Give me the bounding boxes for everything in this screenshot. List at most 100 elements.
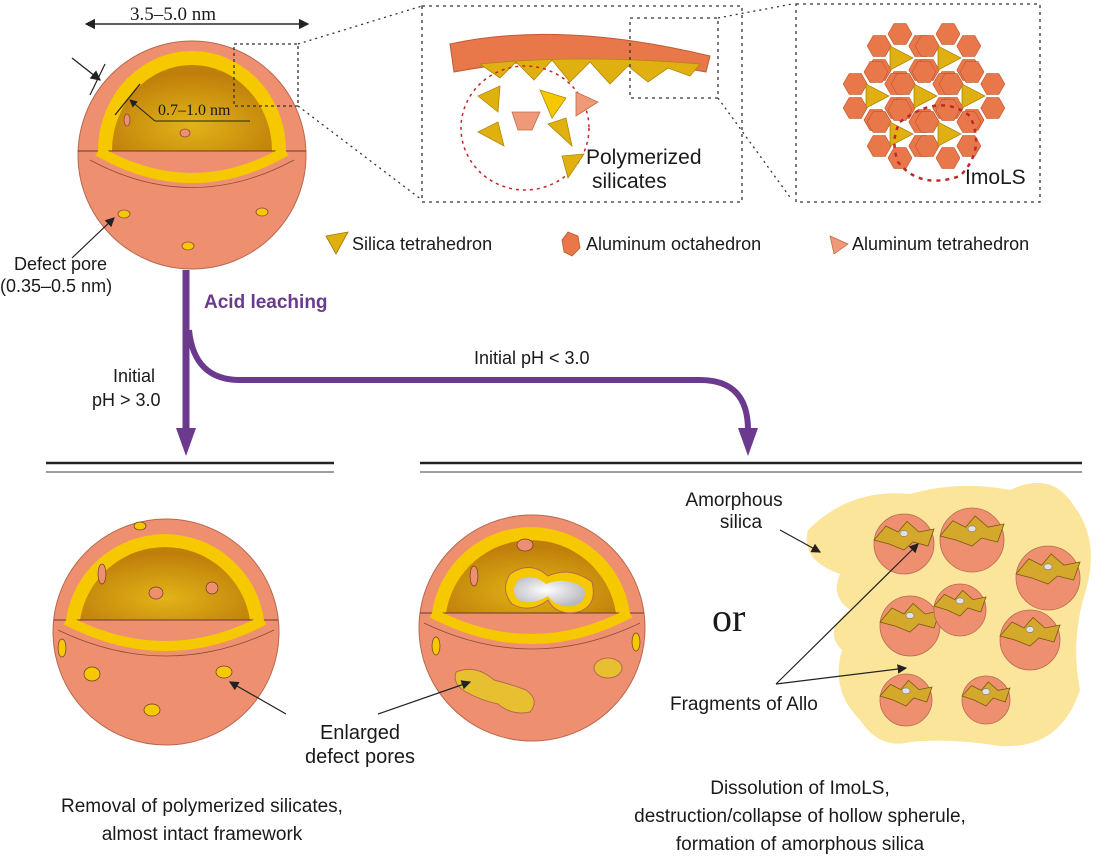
acid-leaching-label: Acid leaching bbox=[204, 292, 328, 313]
outer-dim-tick bbox=[89, 63, 106, 96]
amorphous-silica-label-2: silica bbox=[719, 512, 763, 533]
silica-tetrahedron bbox=[477, 85, 501, 113]
spherule-after-mild-leaching bbox=[52, 518, 280, 746]
imols-panel bbox=[795, 3, 1041, 203]
aluminum-octahedron-icon bbox=[561, 231, 581, 257]
silica-tetrahedron bbox=[913, 83, 938, 109]
legend-silica-tetrahedron: Silica tetrahedron bbox=[352, 234, 493, 254]
amorphous-silica-cluster bbox=[806, 482, 1091, 747]
panel-frame bbox=[421, 5, 743, 203]
defect-pore bbox=[255, 207, 269, 217]
inner-dim-arrow bbox=[129, 99, 156, 122]
silica-tetrahedron bbox=[477, 121, 505, 147]
legend-aluminum-octahedron: Aluminum octahedron bbox=[586, 234, 762, 254]
branch-left-label-2: pH > 3.0 bbox=[92, 390, 161, 410]
defect-pore bbox=[181, 241, 195, 251]
zoom-line bbox=[717, 3, 793, 19]
branch-right-label: Initial pH < 3.0 bbox=[474, 348, 590, 368]
imols-label: ImoLS bbox=[965, 166, 1026, 189]
fragment-hole bbox=[899, 530, 909, 537]
fragment-hole bbox=[905, 612, 915, 619]
aluminum-octahedron bbox=[890, 73, 916, 95]
fragments-arrow-2 bbox=[775, 664, 908, 685]
zoom-line bbox=[717, 97, 793, 201]
arrow-ph-below-3 bbox=[186, 329, 751, 431]
fragment-hole bbox=[955, 597, 965, 605]
aluminum-octahedron bbox=[842, 97, 868, 119]
defect-pore-arrow bbox=[71, 217, 115, 259]
wall-thickness-arrow bbox=[71, 57, 102, 81]
aluminum-octahedron bbox=[935, 147, 961, 169]
enlarged-pore-outer bbox=[454, 668, 535, 714]
silica-tetrahedron bbox=[961, 83, 986, 109]
aluminum-octahedron bbox=[956, 35, 982, 57]
caption-right-line-3: formation of amorphous silica bbox=[675, 834, 925, 855]
enlarged-label-2: defect pores bbox=[304, 746, 416, 768]
inner-diameter-label: 0.7–1.0 nm bbox=[158, 102, 231, 119]
polymerized-silicates-panel bbox=[421, 3, 793, 203]
zoom-box-sheet bbox=[629, 17, 719, 99]
fragment-hole bbox=[981, 688, 991, 695]
aluminum-tetrahedron-icon bbox=[829, 235, 849, 255]
enlarged-label-1: Enlarged bbox=[319, 722, 401, 744]
aluminum-octahedron bbox=[887, 147, 913, 169]
fragments-arrow-1 bbox=[775, 543, 919, 685]
panel-frame bbox=[795, 3, 1041, 203]
diameter-label: 3.5–5.0 nm bbox=[130, 4, 217, 25]
silica-tetrahedron bbox=[561, 153, 585, 179]
aluminum-octahedron bbox=[956, 135, 982, 157]
defect-pore bbox=[179, 128, 191, 138]
defect-pore bbox=[215, 665, 233, 679]
silica-tetrahedron bbox=[889, 121, 914, 147]
aluminum-tetrahedron bbox=[575, 91, 599, 117]
defect-pore bbox=[143, 703, 161, 717]
aluminum-tetrahedron bbox=[511, 111, 541, 131]
silica-tetrahedron bbox=[937, 121, 962, 147]
aluminum-octahedron bbox=[980, 73, 1006, 95]
aluminum-octahedron bbox=[866, 135, 892, 157]
fragment-hole bbox=[967, 525, 977, 533]
caption-left-line-1: Removal of polymerized silicates, bbox=[61, 796, 343, 817]
silica-tetrahedron-icon bbox=[325, 231, 349, 255]
fragments-label: Fragments of Allo bbox=[670, 694, 818, 715]
silicates-label: silicates bbox=[592, 170, 667, 193]
silica-tetrahedron bbox=[539, 89, 567, 119]
or-label: or bbox=[712, 595, 746, 640]
aluminum-octahedron bbox=[842, 73, 868, 95]
aluminum-octahedron bbox=[938, 73, 964, 95]
polymerized-label: Polymerized bbox=[586, 146, 702, 169]
aluminum-octahedron bbox=[914, 111, 940, 133]
defect-pore-label: Defect pore bbox=[14, 254, 108, 274]
aluminum-octahedron bbox=[887, 99, 913, 121]
silica-tetrahedron bbox=[937, 45, 962, 71]
arrowhead-left bbox=[176, 428, 196, 456]
defect-pore bbox=[57, 638, 67, 658]
amorphous-silica-label-1: Amorphous bbox=[685, 490, 783, 511]
defect-pore bbox=[97, 563, 107, 585]
amorphous-silica-arrow bbox=[779, 529, 822, 553]
defect-pore bbox=[205, 581, 219, 595]
silica-tetrahedron bbox=[889, 45, 914, 71]
defect-pore bbox=[123, 113, 131, 127]
arrowhead-right bbox=[738, 428, 758, 456]
zoom-line bbox=[297, 5, 423, 45]
zoom-line bbox=[297, 105, 423, 201]
aluminum-octahedron bbox=[914, 135, 940, 157]
aluminum-octahedron bbox=[863, 61, 889, 83]
fragment-hole bbox=[1025, 626, 1035, 633]
aluminum-octahedron bbox=[935, 23, 961, 45]
aluminum-octahedron bbox=[911, 61, 937, 83]
legend-aluminum-tetrahedron: Aluminum tetrahedron bbox=[852, 234, 1030, 254]
dashed-circle-imols bbox=[893, 104, 978, 182]
zoom-box-sphere bbox=[233, 43, 299, 107]
caption-right-line-1: Dissolution of ImoLS, bbox=[710, 778, 890, 799]
lower-yellow-rim bbox=[95, 146, 289, 183]
fragment-hole bbox=[1043, 563, 1053, 571]
spherule-enlarged-pores bbox=[418, 514, 646, 742]
aluminum-octahedron bbox=[887, 23, 913, 45]
lower-cut-edge bbox=[89, 159, 295, 188]
enlarged-pore-hole bbox=[514, 576, 585, 607]
defect-pore-size: (0.35–0.5 nm) bbox=[0, 276, 113, 296]
tetrahedral-layer bbox=[478, 58, 701, 85]
